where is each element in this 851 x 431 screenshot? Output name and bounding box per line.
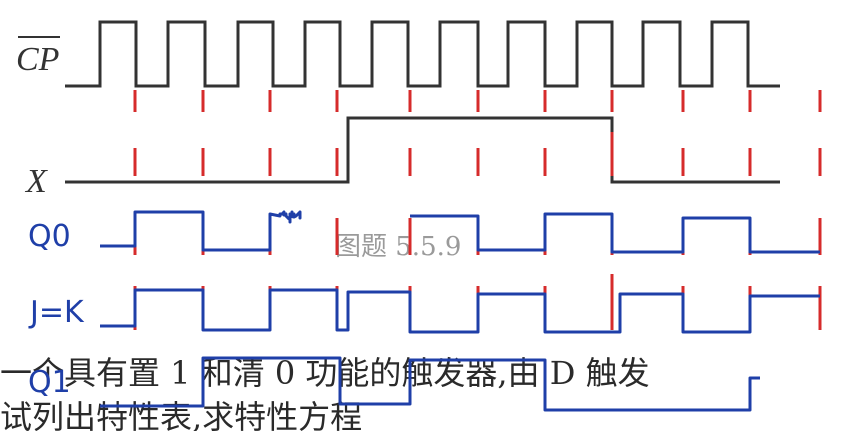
q0-label: Q0 (28, 219, 71, 254)
x-waveform (65, 116, 780, 184)
q1-waveform (100, 356, 760, 412)
q0-waveform (100, 210, 302, 252)
x-label: X (24, 163, 48, 200)
body-text-line-1: 一个具有置 1 和清 0 功能的触发器,由 D 触发 (0, 354, 650, 392)
q1-label: Q1 (28, 365, 71, 400)
figure-caption: 图题 5.5.9 (335, 232, 461, 262)
jk-label: J=K (28, 295, 85, 330)
cp-waveform (65, 20, 780, 88)
q0-waveform-cont (410, 212, 820, 254)
cp-label: CP (16, 41, 59, 78)
body-text-line-2: 试列出特性表,求特性方程 (0, 398, 362, 431)
jk-waveform (100, 288, 820, 334)
